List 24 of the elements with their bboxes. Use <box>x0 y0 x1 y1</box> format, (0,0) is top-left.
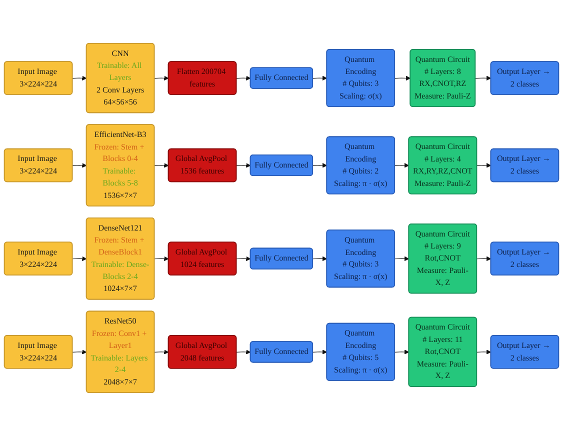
arrow <box>394 350 410 354</box>
arrow <box>236 256 251 262</box>
arrow <box>236 76 251 80</box>
arrow <box>394 256 410 262</box>
arrow <box>394 163 410 168</box>
arrow <box>154 256 169 262</box>
arrow <box>236 163 251 168</box>
arrow <box>72 350 87 354</box>
arrow <box>72 163 87 168</box>
arrow <box>312 256 328 262</box>
arrow <box>476 256 492 262</box>
arrow <box>475 76 492 80</box>
arrow <box>312 76 328 80</box>
arrow <box>72 76 87 80</box>
arrow <box>476 163 492 168</box>
arrow <box>154 350 169 354</box>
arrow <box>312 350 328 354</box>
arrow <box>72 256 87 262</box>
arrow <box>236 350 251 354</box>
arrow <box>154 163 169 168</box>
arrow <box>394 76 411 81</box>
arrow <box>154 76 169 80</box>
arrow <box>312 163 328 168</box>
arrow <box>476 350 492 354</box>
